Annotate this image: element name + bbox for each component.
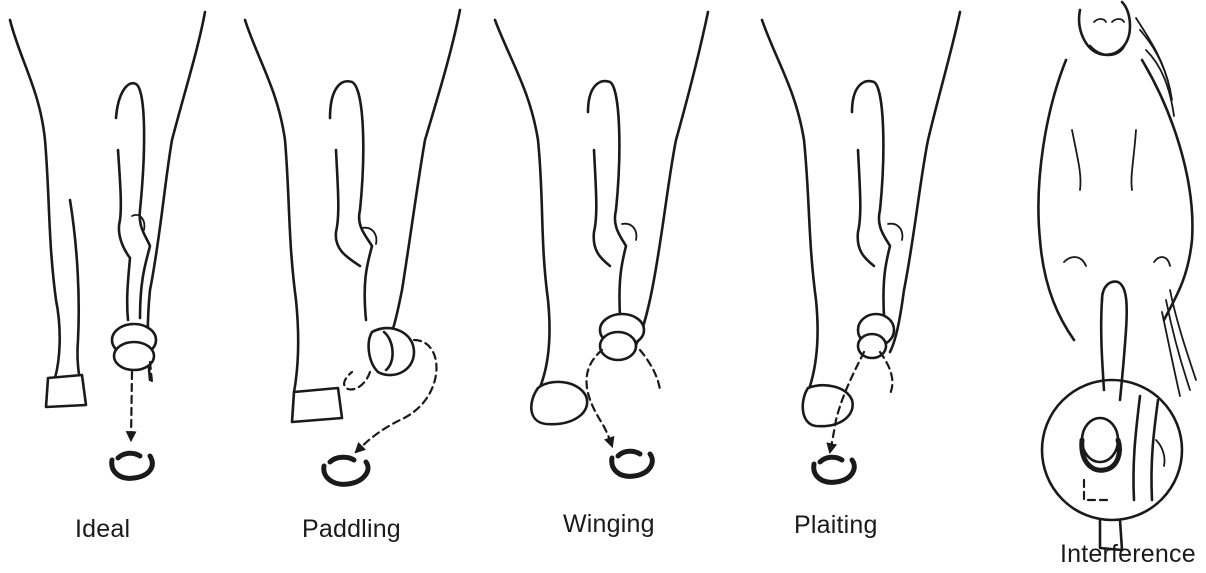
interference-figure — [1038, 2, 1196, 550]
caption-plaiting: Plaiting — [794, 511, 878, 540]
caption-ideal: Ideal — [75, 515, 130, 544]
caption-interference: Interference — [1060, 540, 1196, 569]
winging-figure — [495, 12, 708, 476]
paddling-figure — [245, 10, 460, 484]
caption-paddling: Paddling — [302, 515, 401, 544]
plaiting-figure — [762, 12, 960, 482]
ideal-figure — [10, 12, 205, 478]
caption-winging: Winging — [563, 510, 655, 539]
